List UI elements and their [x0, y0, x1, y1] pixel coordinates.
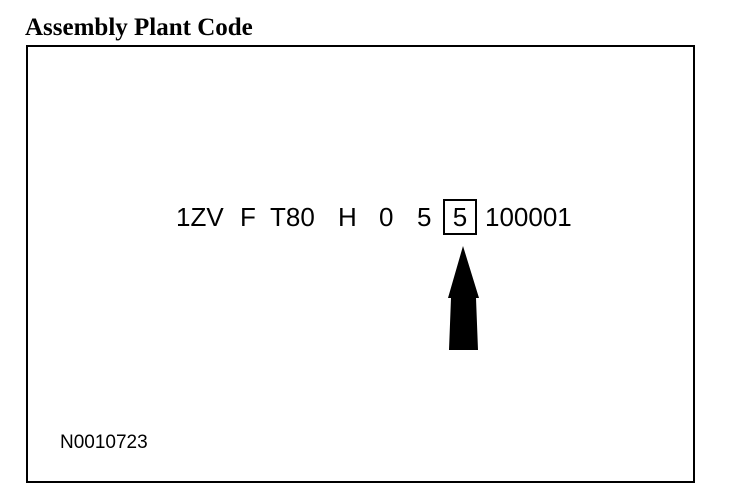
assembly-plant-code-box: 5 [443, 199, 477, 235]
diagram-frame [26, 45, 695, 483]
diagram-title: Assembly Plant Code [25, 14, 253, 41]
vin-serial-number: 100001 [485, 202, 572, 232]
vin-segment-restraint: H [338, 202, 357, 232]
vin-segment-body: F [240, 202, 256, 232]
figure-id: N0010723 [60, 432, 148, 453]
vin-segment-model: T80 [270, 202, 315, 232]
vin-segment-model-year: 5 [417, 202, 432, 232]
vin-prefix: 1ZV [176, 202, 224, 232]
vin-segment-check-digit: 0 [379, 202, 394, 232]
up-arrow-icon [448, 246, 479, 350]
